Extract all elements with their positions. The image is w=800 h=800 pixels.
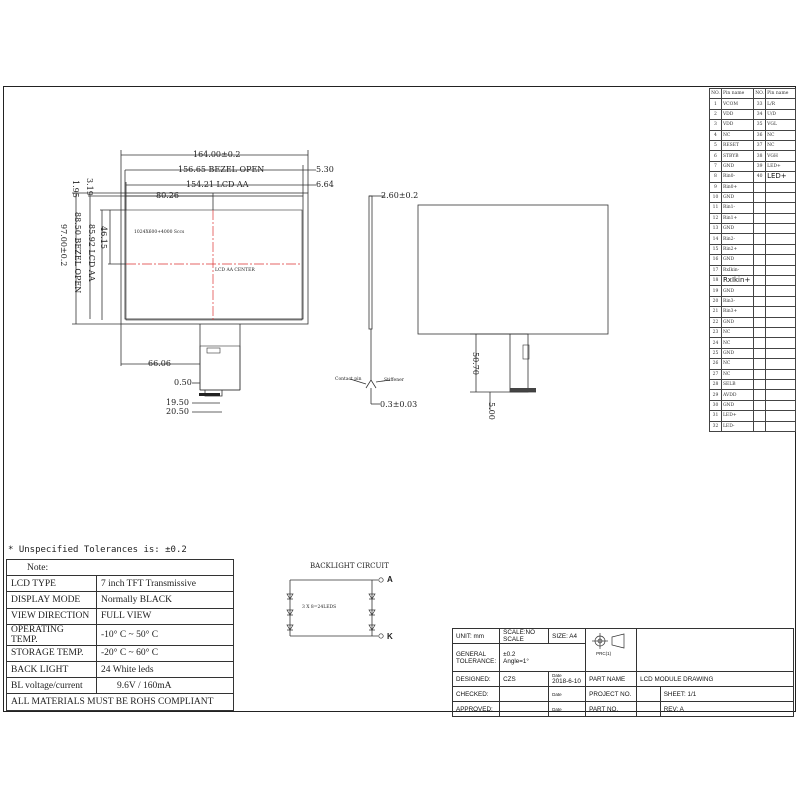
note-contact-pin: Contact pin bbox=[335, 377, 362, 382]
dim-fpc-width-2: 20.50 bbox=[166, 407, 189, 416]
dim-fpc-thickness: 0.3±0.03 bbox=[380, 400, 418, 409]
aa-center-label: LCD AA CENTER bbox=[215, 268, 255, 273]
dim-fpc-tail: 5.00 bbox=[487, 402, 496, 420]
bezel-open bbox=[124, 195, 304, 320]
dim-fpc-width-1: 19.50 bbox=[166, 398, 189, 407]
drawing-border bbox=[3, 86, 796, 712]
dim-fpc-length: 50.70 bbox=[471, 352, 480, 375]
dim-bezel-width: 156.65 BEZEL OPEN bbox=[178, 165, 265, 174]
note-stiffener: Stiffener bbox=[384, 378, 404, 383]
dim-center-y: 46.15 bbox=[99, 226, 108, 249]
cathode-label: K bbox=[387, 632, 393, 641]
backlight-led-count: 3 X 8=24LEDS bbox=[302, 605, 337, 610]
dim-right-offset-1: 5.30 bbox=[316, 165, 334, 174]
side-panel bbox=[368, 195, 373, 330]
notes-title: Note: bbox=[6, 558, 234, 577]
dim-outline-width: 164.00±0.2 bbox=[193, 150, 241, 159]
fpc-tail bbox=[199, 324, 241, 397]
dim-fpc-offset: 66.06 bbox=[148, 359, 171, 368]
table-row: STORAGE TEMP.-20° C ~ 60° C bbox=[6, 644, 234, 662]
dim-bezel-height: 88.50 BEZEL OPEN bbox=[73, 212, 82, 294]
dim-fpc-pitch: 0.50 bbox=[174, 378, 192, 387]
led-symbols bbox=[286, 593, 376, 631]
back-outline bbox=[417, 204, 609, 335]
dim-aa-width: 154.21 LCD AA bbox=[186, 180, 249, 189]
dim-aa-height: 85.92 LCD AA bbox=[87, 224, 96, 282]
lcd-active-area bbox=[125, 209, 303, 321]
table-row: OPERATING TEMP.-10° C ~ 50° C bbox=[6, 623, 234, 646]
dim-left-offset-2: 3.19 bbox=[85, 178, 94, 196]
title-block: UNIT: mm SCALE:NO SCALE SIZE: A4 PRC(1) … bbox=[451, 628, 795, 717]
dim-left-offset-1: 1.95 bbox=[71, 180, 80, 198]
backlight-title: BACKLIGHT CIRCUIT bbox=[310, 562, 389, 570]
tolerance-note: * Unspecified Tolerances is: ±0.2 bbox=[8, 545, 187, 555]
module-outline bbox=[120, 192, 309, 325]
anode-label: A bbox=[387, 575, 393, 584]
panel-label: 1024X600+4000 Sccs bbox=[134, 230, 185, 235]
dim-right-offset-2: 6.64 bbox=[316, 180, 334, 189]
projection-label: PRC(1) bbox=[596, 651, 612, 656]
rohs-note: ALL MATERIALS MUST BE ROHS COMPLIANT bbox=[6, 693, 234, 711]
dim-center-x: 80.26 bbox=[156, 191, 179, 200]
dim-thickness: 2.60±0.2 bbox=[381, 191, 419, 200]
dim-outline-height: 97.00±0.2 bbox=[59, 224, 68, 267]
